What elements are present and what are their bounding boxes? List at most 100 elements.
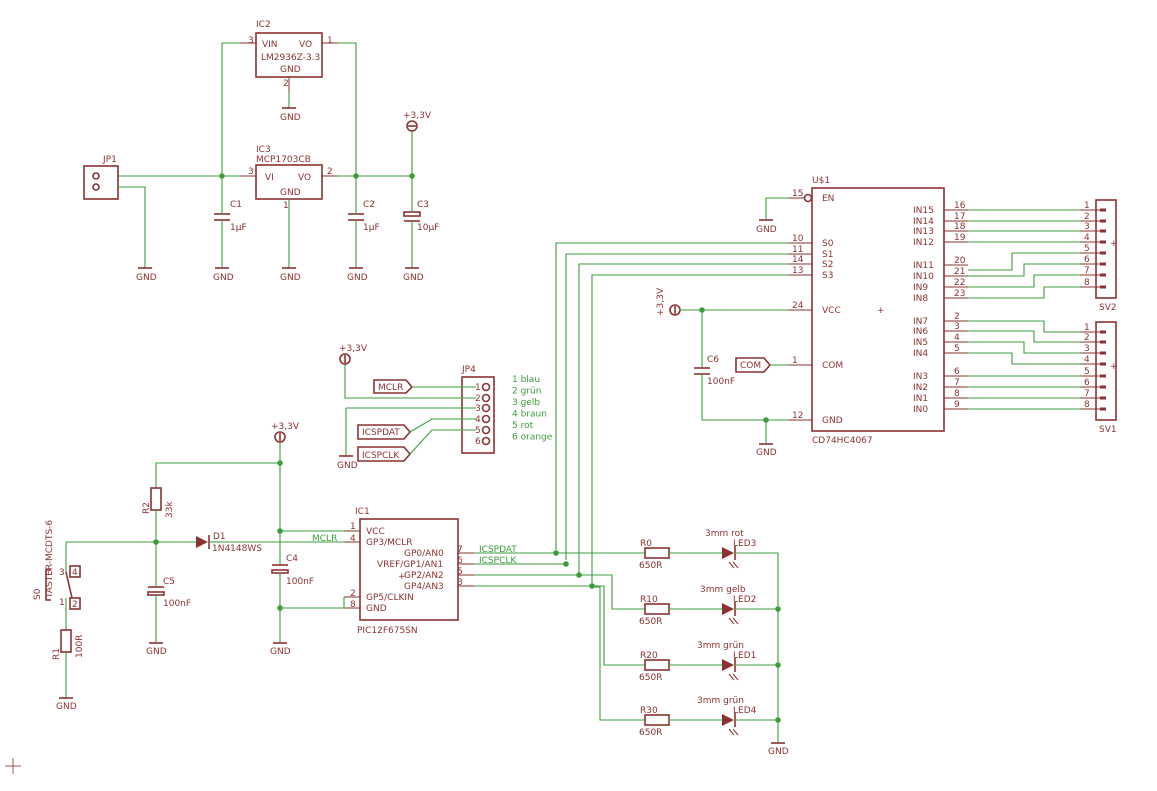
u1-pin-number: 5 [954, 344, 960, 354]
v33-supply-symbol: +3,3V [339, 344, 368, 365]
jp1-connector[interactable]: JP1 [83, 155, 119, 200]
jp4-icsp-header[interactable]: JP4 [461, 365, 495, 454]
mclr-net-label: MCLR [373, 379, 414, 394]
sv1-connector[interactable]: SV1 + [1095, 321, 1118, 435]
u1-pin-name: IN9 [913, 283, 928, 293]
svg-text:C5: C5 [163, 577, 175, 587]
ic2-regulator[interactable]: IC2 VIN VO LM2936Z-3.3 GND 3 1 2 [248, 20, 333, 89]
svg-text:VI: VI [265, 173, 274, 183]
jp4-pin-number: 5 [475, 426, 481, 436]
svg-text:ICSPCLK: ICSPCLK [479, 556, 517, 566]
svg-text:1: 1 [327, 36, 333, 46]
svg-text:6: 6 [457, 556, 463, 566]
u1-pin-number: 2 [954, 312, 960, 322]
sv2-pin-number: 7 [1084, 266, 1090, 276]
svg-text:4: 4 [72, 568, 78, 578]
svg-text:4: 4 [350, 534, 356, 544]
c6-capacitor[interactable]: C6 100nF [694, 355, 735, 387]
u1-pin-name: COM [822, 361, 843, 371]
c1-capacitor[interactable]: C1 1µF [214, 200, 247, 233]
jp4-pin-number: 4 [475, 415, 481, 425]
svg-text:+3,3V: +3,3V [656, 287, 666, 316]
led4[interactable]: 3mm grün LED4 [697, 696, 757, 727]
svg-text:MCLR: MCLR [312, 534, 337, 544]
svg-text:JP1: JP1 [102, 155, 117, 165]
gnd-symbol: GND [136, 267, 157, 283]
svg-text:GP4/AN3: GP4/AN3 [404, 582, 444, 592]
svg-text:+3,3V: +3,3V [339, 344, 368, 354]
sv2-pin-number: 2 [1084, 212, 1090, 222]
gnd-symbol: GND [280, 107, 301, 123]
gnd-symbol: GND [347, 267, 368, 283]
svg-text:VIN: VIN [262, 40, 278, 50]
c2-capacitor[interactable]: C2 1µF [348, 200, 380, 233]
gnd-symbol: GND [756, 443, 777, 458]
svg-text:3: 3 [457, 578, 463, 588]
u1-pin-number: 1 [792, 356, 798, 366]
sv1-pin-number: 3 [1084, 344, 1090, 354]
u1-pin-name: S3 [822, 271, 833, 281]
sv2-pin-pad [1100, 208, 1106, 212]
led3[interactable]: 3mm rot LED3 [705, 529, 756, 560]
svg-text:GND: GND [146, 647, 167, 657]
u1-pin-name: IN6 [913, 327, 928, 337]
svg-text:10µF: 10µF [417, 223, 439, 233]
svg-text:SV2: SV2 [1099, 303, 1117, 313]
svg-text:33k: 33k [165, 501, 175, 518]
u1-pin-name: S1 [822, 250, 833, 260]
jp4-pin-hole [481, 436, 491, 446]
r20-resistor[interactable]: R20 650R [639, 651, 670, 683]
gnd-symbol: GND [146, 642, 167, 657]
ic3-regulator[interactable]: IC3 MCP1703CB VI VO GND 3 2 1 [248, 145, 333, 211]
r1-resistor[interactable]: R1 100R [52, 629, 85, 660]
svg-text:+3,3V: +3,3V [271, 422, 300, 432]
svg-text:1: 1 [59, 598, 65, 608]
sv1-pin-number: 5 [1084, 367, 1090, 377]
svg-text:LED4: LED4 [733, 706, 757, 716]
svg-text:VO: VO [299, 40, 312, 50]
ic1-pic-microcontroller[interactable]: IC1 PIC12F675SN VCC GP3/MCLR GP0/AN0 VRE… [350, 507, 463, 636]
u1-pin-number: 12 [792, 411, 803, 421]
sv2-pin-number: 3 [1084, 222, 1090, 232]
r2-resistor[interactable]: R2 33k [142, 487, 175, 518]
svg-text:IC1: IC1 [355, 507, 370, 517]
r10-resistor[interactable]: R10 650R [639, 595, 670, 627]
svg-text:VCC: VCC [366, 527, 385, 537]
r0-resistor[interactable]: R0 650R [639, 539, 670, 571]
sv2-connector[interactable]: SV2 + [1095, 199, 1118, 313]
led2[interactable]: 3mm gelb LED2 [700, 585, 756, 616]
svg-text:C1: C1 [230, 200, 242, 210]
svg-text:+3,3V: +3,3V [403, 111, 432, 121]
gnd-symbol: GND [56, 697, 77, 712]
svg-text:GND: GND [136, 273, 157, 283]
jp4-legend-entry: 5 rot [512, 421, 534, 431]
svg-text:3mm grün: 3mm grün [697, 641, 744, 651]
svg-text:MCP1703CB: MCP1703CB [256, 155, 311, 165]
c5-capacitor[interactable]: C5 100nF [147, 577, 191, 609]
svg-text:2: 2 [72, 600, 78, 610]
u1-pin-number: 10 [792, 234, 804, 244]
icspdat-net-label: ICSPDAT [357, 424, 412, 440]
u1-pin-name: EN [822, 194, 834, 204]
svg-text:GND: GND [756, 448, 777, 458]
svg-text:GP5/CLKIN: GP5/CLKIN [366, 593, 414, 603]
gnd-symbol: GND [768, 742, 789, 757]
u1-pin-name: IN12 [913, 238, 934, 248]
c3-capacitor[interactable]: C3 10µF [403, 200, 439, 233]
svg-text:SV1: SV1 [1099, 425, 1117, 435]
c4-capacitor[interactable]: C4 100nF [271, 554, 314, 587]
u1-pin-name: IN15 [913, 206, 934, 216]
r30-resistor[interactable]: R30 650R [639, 706, 670, 738]
d1-diode[interactable]: D1 1N4148WS [196, 532, 262, 554]
svg-text:1: 1 [283, 201, 289, 211]
led1[interactable]: 3mm grün LED1 [697, 641, 756, 672]
led-emission-arrows [728, 561, 739, 736]
jp4-pin-hole [481, 393, 491, 403]
svg-text:8: 8 [350, 600, 356, 610]
s0-pushbutton[interactable]: S0 TASTER-MCDTS-6 3 4 1 2 [33, 520, 81, 610]
u1-pin-name: IN10 [913, 272, 934, 282]
sv1-pin-number: 6 [1084, 378, 1090, 388]
